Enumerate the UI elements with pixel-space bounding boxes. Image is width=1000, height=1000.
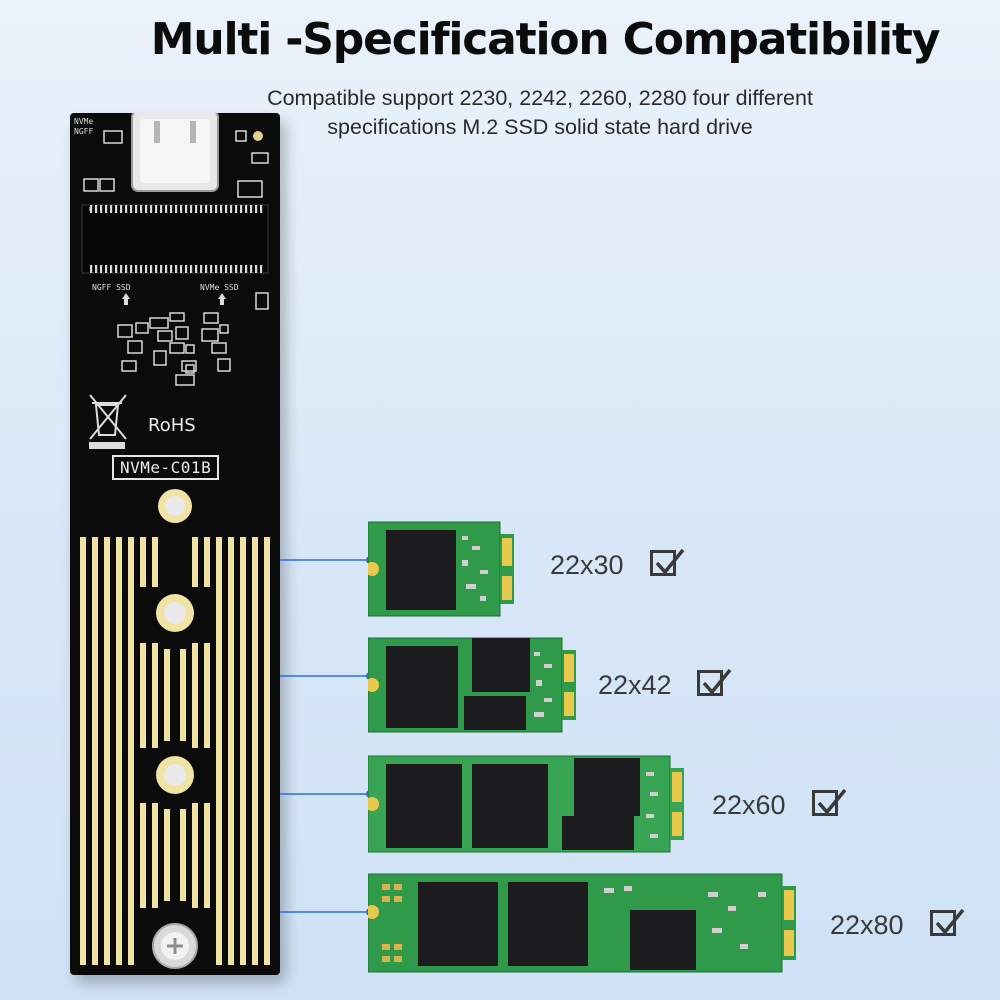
checkbox-checked-icon: [812, 788, 847, 816]
checkbox-checked-icon: [697, 668, 732, 696]
model-label: NVMe-C01B: [112, 455, 220, 480]
ssd-2260-board: [368, 755, 684, 853]
gold-traces: [80, 537, 270, 969]
weee-bin-icon: [89, 394, 127, 449]
usb-c-port-icon: [131, 113, 219, 192]
ssd-2230-board: [368, 521, 514, 617]
ssd-2280-board: [368, 873, 796, 973]
silk-ngff-ssd: NGFF SSD: [92, 283, 131, 292]
enclosure-pcb-board: NVMe NGFF NGFF SSD NVMe SSD RoHS NVMe-C0…: [70, 113, 280, 975]
page-title: Multi -Specification Compatibility: [150, 14, 941, 65]
connector-lines: [280, 556, 374, 916]
ssd-size-label-2280: 22x80: [830, 910, 904, 940]
ssd-size-label-2242: 22x42: [598, 670, 672, 700]
checkbox-checked-icon: [930, 908, 965, 936]
silk-nvme-top: NVMe: [74, 117, 94, 126]
silk-ngff-top: NGFF: [74, 127, 94, 136]
checkbox-checked-icon: [650, 548, 685, 576]
m2-slot: [81, 204, 269, 274]
ssd-size-label-2260: 22x60: [712, 790, 786, 820]
rohs-label: RoHS: [148, 415, 196, 436]
silk-nvme-ssd: NVMe SSD: [200, 283, 239, 292]
page-subtitle: Compatible support 2230, 2242, 2260, 228…: [267, 86, 813, 139]
ssd-size-label-2230: 22x30: [550, 550, 624, 580]
ssd-2242-board: [368, 637, 576, 733]
